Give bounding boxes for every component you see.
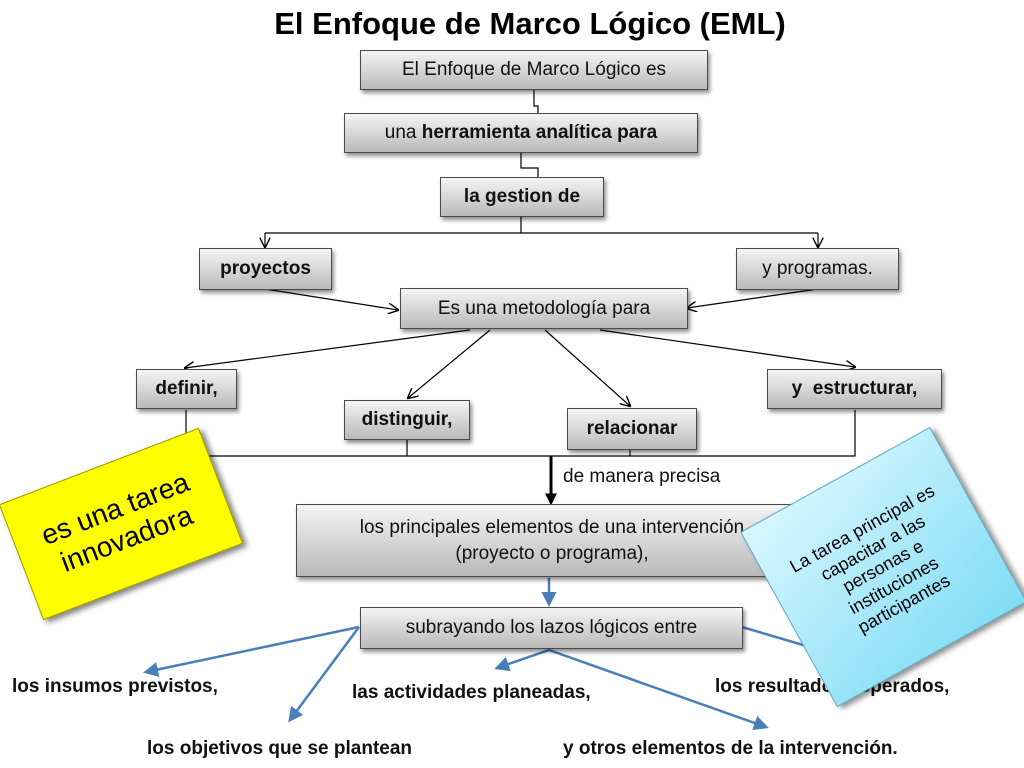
tool-box: una herramienta analítica para xyxy=(344,113,698,153)
elements-text-line1: los principales elementos de una interve… xyxy=(359,516,745,538)
arrow-to-objectives xyxy=(288,626,361,723)
arrow-projects-to-methodology xyxy=(264,288,398,310)
define-box: definir, xyxy=(136,369,237,409)
management-text: la gestion de xyxy=(463,186,581,208)
arrow-to-relate xyxy=(544,329,630,406)
elements-text-line2: (proyecto o programa), xyxy=(455,542,649,564)
arrow-to-distinguish xyxy=(408,329,491,398)
programs-text: y programas. xyxy=(762,258,873,280)
methodology-text: Es una metodología para xyxy=(437,297,651,319)
relate-text: relacionar xyxy=(586,418,678,440)
methodology-box: Es una metodología para xyxy=(400,288,688,329)
intro-text: El Enfoque de Marco Lógico es xyxy=(401,59,667,81)
arrow-to-activities xyxy=(494,648,550,672)
tool-text-bold: herramienta analítica para xyxy=(421,122,658,144)
arrow-to-inputs xyxy=(143,625,360,677)
arrow-to-structure xyxy=(599,329,855,367)
intro-box: El Enfoque de Marco Lógico es xyxy=(360,50,708,90)
arrow-to-others xyxy=(548,648,769,731)
diagram-title: El Enfoque de Marco Lógico (EML) xyxy=(274,6,786,41)
underline-text: subrayando los lazos lógicos entre xyxy=(405,617,698,639)
output-others: y otros elementos de la intervención. xyxy=(563,738,898,759)
programs-box: y programas. xyxy=(736,248,899,290)
tool-text-prefix: una xyxy=(384,122,422,144)
distinguish-text: distinguir, xyxy=(361,409,453,431)
structure-box: y estructurar, xyxy=(767,369,942,409)
structure-text: y estructurar, xyxy=(791,378,918,400)
elements-box: los principales elementos de una interve… xyxy=(296,504,808,577)
management-box: la gestion de xyxy=(440,177,604,217)
output-objectives: los objetivos que se plantean xyxy=(147,738,413,759)
projects-text: proyectos xyxy=(220,258,311,280)
arrow-to-define xyxy=(185,329,471,368)
line-verbs-bracket xyxy=(185,410,856,457)
precise-label: de manera precisa xyxy=(563,466,721,487)
underline-box: subrayando los lazos lógicos entre xyxy=(360,607,743,649)
arrow-programs-to-methodology xyxy=(687,288,819,308)
distinguish-box: distinguir, xyxy=(344,400,470,440)
output-activities: las actividades planeadas, xyxy=(352,682,591,703)
output-inputs: los insumos previstos, xyxy=(12,676,218,697)
relate-box: relacionar xyxy=(567,408,697,450)
projects-box: proyectos xyxy=(199,248,332,290)
define-text: definir, xyxy=(155,378,218,400)
